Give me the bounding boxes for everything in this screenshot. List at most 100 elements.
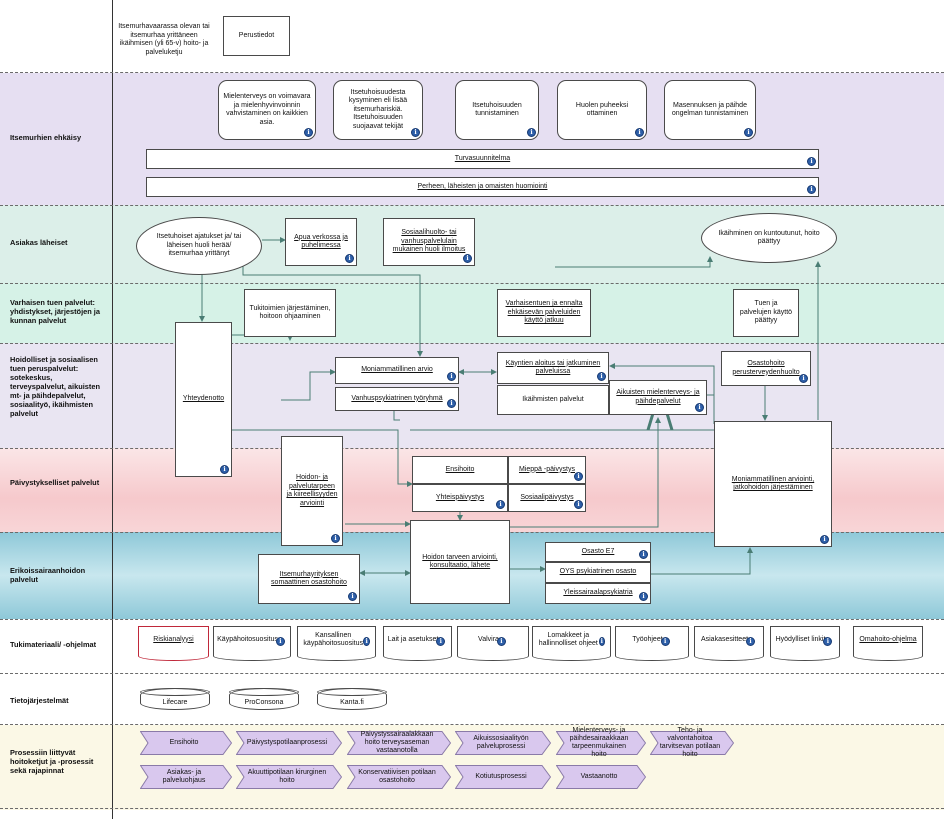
ehkaisy-box-puheeksi[interactable]: Huolen puheeksi ottaminen i xyxy=(557,80,647,140)
info-icon[interactable]: i xyxy=(807,157,816,166)
tukimateriaali-doc[interactable]: Riskianalyysi xyxy=(138,626,209,661)
ehkaisy-box-mielenterveys[interactable]: Mielenterveys on voimavara ja mielenhyvi… xyxy=(218,80,316,140)
aikuisten-mt-link[interactable]: Aikuisten mielenterveys- ja päihdepalvel… xyxy=(616,389,700,405)
oys-box[interactable]: OYS psykiatrinen osasto xyxy=(545,562,651,583)
yhteydenotto-box[interactable]: Yhteydenotto i xyxy=(175,322,232,477)
info-icon[interactable]: i xyxy=(436,637,446,646)
tuen-paattyy-box[interactable]: Tuen ja palvelujen käyttö päättyy xyxy=(733,289,799,337)
process-chevron[interactable]: Päivystyspotilaanprosessi xyxy=(236,731,342,755)
yleissairaala-box[interactable]: Yleissairaalapsykiatria i xyxy=(545,583,651,604)
info-icon[interactable]: i xyxy=(823,637,833,646)
itsemurhayritys-box[interactable]: Itsemurhayrityksen somaattinen osastohoi… xyxy=(258,554,360,604)
info-icon[interactable]: i xyxy=(574,500,583,509)
oys-link[interactable]: OYS psykiatrinen osasto xyxy=(559,568,637,576)
moniamm-arviointi-link[interactable]: Moniammatillinen arviointi, jatkohoidon … xyxy=(731,475,815,492)
vanhuspsykiatrinen-box[interactable]: Vanhuspsykiatrinen työryhmä i xyxy=(335,387,459,411)
turvasuunnitelma-bar[interactable]: Turvasuunnitelma i xyxy=(146,149,819,169)
info-icon[interactable]: i xyxy=(820,535,829,544)
info-icon[interactable]: i xyxy=(496,637,506,646)
ikaihmisten-palvelut-box[interactable]: Ikäihmisten palvelut xyxy=(497,385,609,415)
varhaisentuen-link[interactable]: Varhaisentuen ja ennalta ehkäisevän palv… xyxy=(505,300,583,325)
yhteydenotto-link[interactable]: Yhteydenotto xyxy=(182,395,225,403)
perustiedot-box[interactable]: Perustiedot xyxy=(223,16,290,56)
info-icon[interactable]: i xyxy=(746,637,756,646)
info-icon[interactable]: i xyxy=(639,550,648,559)
info-icon[interactable]: i xyxy=(348,592,357,601)
info-icon[interactable]: i xyxy=(527,128,536,137)
yhteispaivystys-box[interactable]: Yhteispäivystys i xyxy=(412,484,508,512)
ensihoito-box[interactable]: Ensihoito xyxy=(412,456,508,484)
ehkaisy-box-masennus[interactable]: Masennuksen ja päihde ongelman tunnistam… xyxy=(664,80,756,140)
aikuisten-mt-box[interactable]: Aikuisten mielenterveys- ja päihdepalvel… xyxy=(609,380,707,415)
info-icon[interactable]: i xyxy=(275,637,285,646)
process-chevron[interactable]: Aikuissosiaalityön palveluprosessi xyxy=(455,731,551,755)
varhaisentuen-box[interactable]: Varhaisentuen ja ennalta ehkäisevän palv… xyxy=(497,289,591,337)
lifecare-db[interactable]: Lifecare xyxy=(140,688,210,710)
kaynti-box[interactable]: Käyntien aloitus tai jatkuminen palvelui… xyxy=(497,352,609,384)
vanhuspsykiatrinen-link[interactable]: Vanhuspsykiatrinen työryhmä xyxy=(351,394,443,402)
info-icon[interactable]: i xyxy=(598,637,605,646)
sosiaalipaivystys-link[interactable]: Sosiaalipäivystys xyxy=(520,493,574,501)
hoidon-palvelutarve-box[interactable]: Hoidon- ja palvelutarpeen ja kiireellisy… xyxy=(281,436,343,546)
tukitoimien-box[interactable]: Tukitoimien järjestäminen, hoitoon ohjaa… xyxy=(244,289,336,337)
apua-verkossa-link[interactable]: Apua verkossa ja puhelimessa xyxy=(294,233,348,250)
start-ellipse[interactable]: Itsetuhoiset ajatukset ja/ tai läheisen … xyxy=(136,217,262,275)
info-icon[interactable]: i xyxy=(597,372,606,381)
mieppa-box[interactable]: Mieppä -päivystys i xyxy=(508,456,586,484)
info-icon[interactable]: i xyxy=(447,399,456,408)
info-icon[interactable]: i xyxy=(411,128,420,137)
info-icon[interactable]: i xyxy=(799,374,808,383)
info-icon[interactable]: i xyxy=(639,592,648,601)
process-chevron[interactable]: Teho- ja valvontahoitoa tarvitsevan poti… xyxy=(650,727,734,758)
itsemurhayritys-link[interactable]: Itsemurhayrityksen somaattinen osastohoi… xyxy=(271,570,347,587)
info-icon[interactable]: i xyxy=(304,128,313,137)
info-icon[interactable]: i xyxy=(363,637,370,646)
yhteispaivystys-link[interactable]: Yhteispäivystys xyxy=(435,493,485,501)
info-icon[interactable]: i xyxy=(635,128,644,137)
process-chevron[interactable]: Konservatiivisen potilaan osastohoito xyxy=(347,765,451,789)
sosiaalihuolto-link[interactable]: Sosiaalihuolto- tai vanhuspalvelulain mu… xyxy=(392,229,466,254)
osastohoito-box[interactable]: Osastohoito perusterveydenhuolto i xyxy=(721,351,811,386)
end-ellipse[interactable]: Ikäihminen on kuntoutunut, hoito päättyy xyxy=(701,213,837,263)
osastohoito-link[interactable]: Osastohoito perusterveydenhuolto xyxy=(732,360,800,376)
info-icon[interactable]: i xyxy=(807,185,816,194)
ensihoito-link[interactable]: Ensihoito xyxy=(445,465,475,473)
process-chevron[interactable]: Vastaanotto xyxy=(556,765,646,789)
apua-verkossa-box[interactable]: Apua verkossa ja puhelimessa i xyxy=(285,218,357,266)
info-icon[interactable]: i xyxy=(660,637,670,646)
process-chevron[interactable]: Ensihoito xyxy=(140,731,232,755)
perheen-huomiointi-bar[interactable]: Perheen, läheisten ja omaisten huomioint… xyxy=(146,177,819,197)
yleissairaala-link[interactable]: Yleissairaalapsykiatria xyxy=(563,589,633,597)
tukimateriaali-doc[interactable]: Omahoito-ohjelma xyxy=(853,626,923,661)
kanta-db[interactable]: Kanta.fi xyxy=(317,688,387,710)
ehkaisy-box-kysyminen[interactable]: Itsetuhoisuudesta kysyminen eli lisää it… xyxy=(333,80,423,140)
osasto-e7-box[interactable]: Osasto E7 i xyxy=(545,542,651,562)
info-icon[interactable]: i xyxy=(447,372,456,381)
info-icon[interactable]: i xyxy=(345,254,354,263)
process-chevron[interactable]: Akuuttipotilaan kirurginen hoito xyxy=(236,765,342,789)
moniammatillinen-arvio-box[interactable]: Moniammatillinen arvio i xyxy=(335,357,459,384)
info-icon[interactable]: i xyxy=(220,465,229,474)
osasto-e7-link[interactable]: Osasto E7 xyxy=(581,547,615,555)
ehkaisy-box-tunnistaminen[interactable]: Itsetuhoisuuden tunnistaminen i xyxy=(455,80,539,140)
info-icon[interactable]: i xyxy=(331,534,340,543)
info-icon[interactable]: i xyxy=(695,403,704,412)
process-chevron[interactable]: Asiakas- ja palveluohjaus xyxy=(140,765,232,789)
hoidon-tarve-link[interactable]: Hoidon tarveen arviointi, konsultaatio, … xyxy=(422,553,498,570)
info-icon[interactable]: i xyxy=(744,128,753,137)
kaynti-link[interactable]: Käyntien aloitus tai jatkuminen palvelui… xyxy=(505,359,601,376)
process-chevron[interactable]: Mielenterveys- ja päihdesairaakkaan tarp… xyxy=(556,727,646,758)
mieppa-link[interactable]: Mieppä -päivystys xyxy=(518,465,576,473)
info-icon[interactable]: i xyxy=(496,500,505,509)
info-icon[interactable]: i xyxy=(574,472,583,481)
info-icon[interactable]: i xyxy=(463,254,472,263)
sosiaalipaivystys-box[interactable]: Sosiaalipäivystys i xyxy=(508,484,586,512)
